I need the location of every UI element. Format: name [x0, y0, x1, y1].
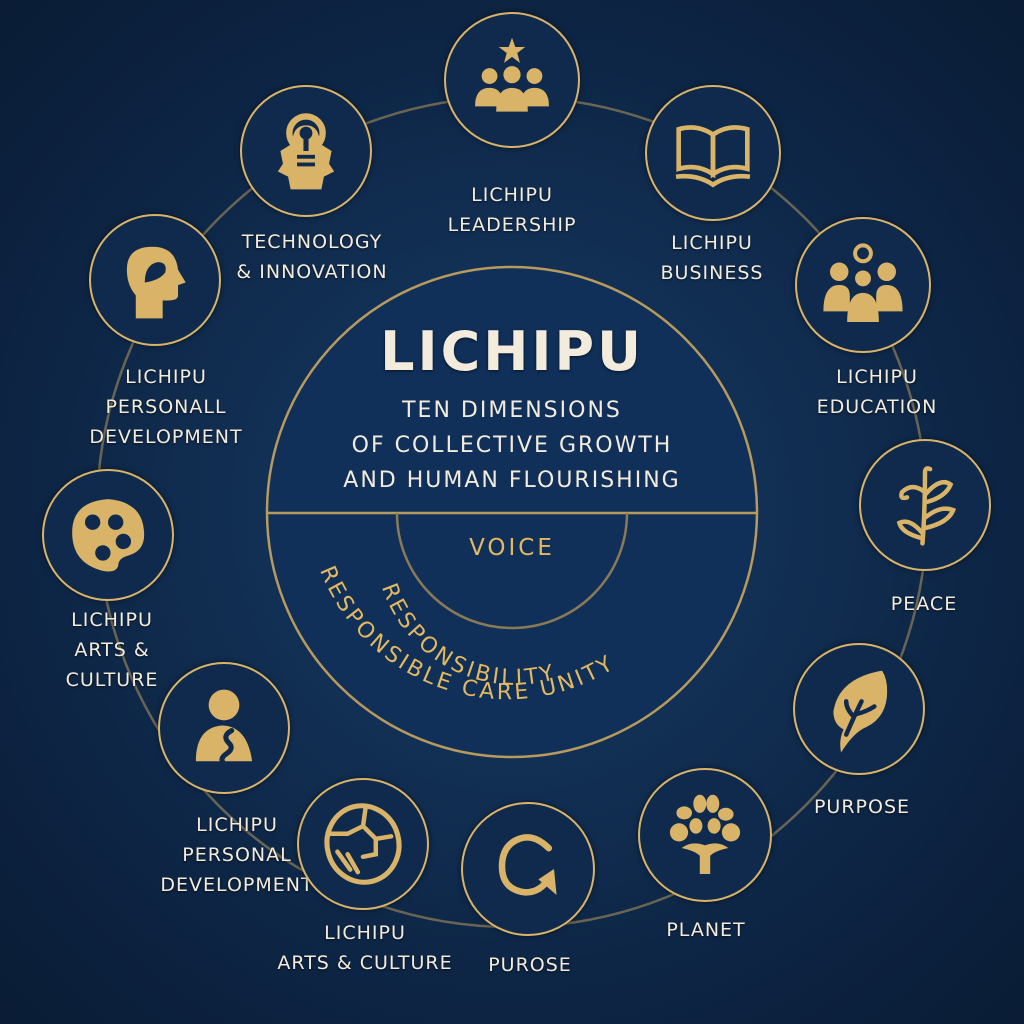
leaf-icon: [833, 670, 888, 753]
node-arts-culture-left[interactable]: [42, 469, 174, 601]
community-icon: [823, 243, 903, 322]
main-subtitle: TEN DIMENSIONS OF COLLECTIVE GROWTH AND …: [343, 393, 680, 498]
node-purpose[interactable]: [793, 643, 925, 775]
label-peace: PEACE: [890, 593, 958, 615]
main-title: LICHIPU: [380, 320, 644, 383]
globe-network-icon: [324, 803, 402, 885]
subtitle-line: AND HUMAN FLOURISHING: [343, 468, 681, 493]
node-personal-development[interactable]: [158, 662, 290, 794]
node-peace[interactable]: [859, 439, 991, 571]
lightbulb-gear-icon: [277, 113, 335, 190]
label-purpose: PURPOSE: [813, 796, 911, 818]
node-business[interactable]: [645, 85, 781, 221]
node-purose[interactable]: [461, 802, 595, 936]
node-arts-culture-bottom[interactable]: [297, 778, 429, 910]
subtitle-line: TEN DIMENSIONS: [402, 398, 622, 423]
node-leadership[interactable]: [444, 12, 580, 148]
voice-label: VOICE: [469, 535, 555, 561]
node-technology-innovation[interactable]: [240, 85, 372, 217]
open-book-icon: [675, 125, 751, 188]
palette-icon: [72, 499, 145, 572]
cycle-arrow-icon: [498, 834, 557, 896]
node-personall-development[interactable]: [89, 214, 221, 346]
node-planet[interactable]: [638, 768, 772, 902]
head-profile-icon: [126, 246, 186, 319]
subtitle-line: OF COLLECTIVE GROWTH: [351, 433, 673, 458]
person-heart-icon: [195, 689, 253, 767]
label-technology-innovation: TECHNOLOGY& INNOVATION: [236, 231, 388, 283]
sprig-icon: [896, 466, 957, 546]
tree-icon: [669, 794, 741, 874]
group-star-icon: [475, 37, 549, 112]
node-education[interactable]: [795, 217, 931, 353]
label-planet: PLANET: [666, 919, 746, 941]
label-purose: PUROSE: [488, 954, 572, 976]
